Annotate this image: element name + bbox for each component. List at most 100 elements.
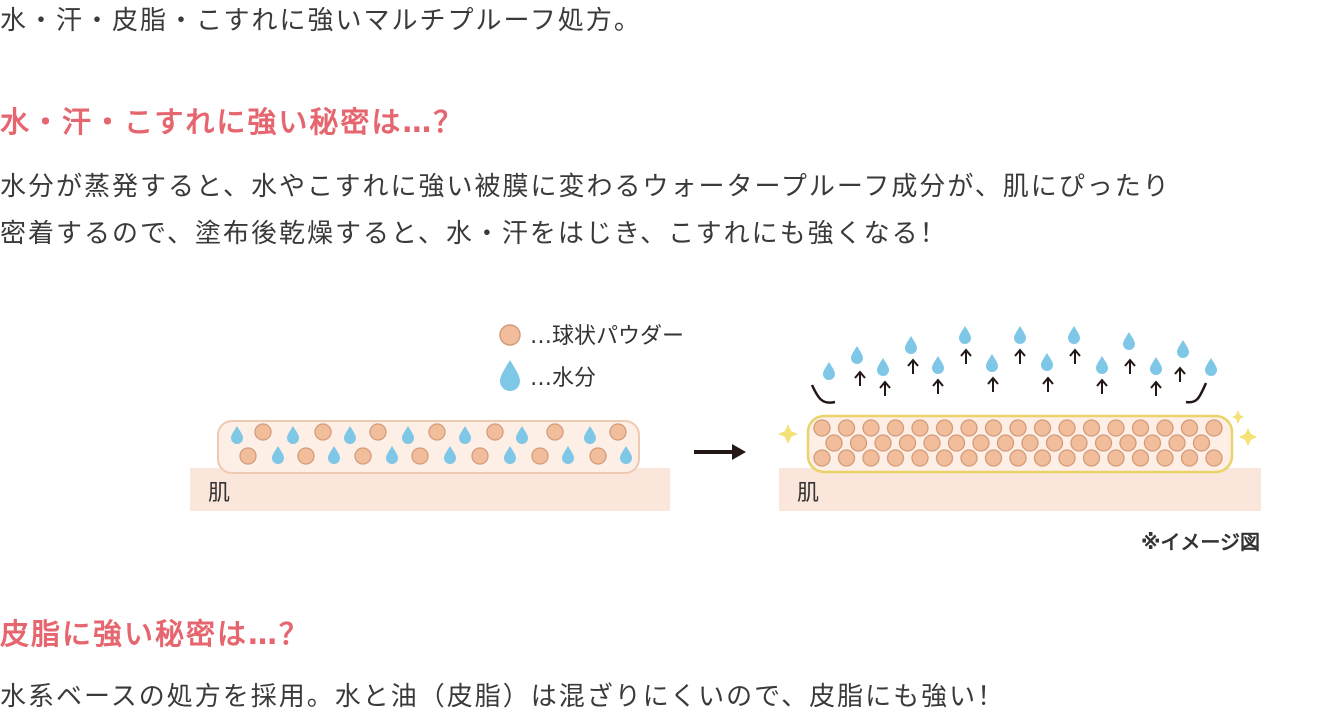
up-arrow-icon [1150, 380, 1162, 396]
powder-particle [1205, 449, 1223, 467]
water-drop-icon [1123, 332, 1135, 350]
powder-particle [1070, 434, 1088, 452]
section1-paragraph-line2: 密着するので、塗布後乾燥すると、水・汗をはじき、こすれにも強くなる！ [0, 219, 948, 249]
up-arrow-icon [854, 370, 866, 386]
water-drop-icon [851, 346, 863, 364]
waterproof-diagram: …球状パウダー …水分 肌 肌 ※イメージ図 [190, 324, 1261, 554]
powder-particle [1180, 419, 1199, 437]
intro-text: 水・汗・皮脂・こすれに強いマルチプルーフ処方。 [0, 6, 642, 36]
after-particles [813, 419, 1223, 467]
powder-particle [354, 447, 372, 465]
skin-label-after: 肌 [797, 481, 819, 506]
powder-particle [1156, 449, 1174, 467]
powder-particle [1021, 434, 1039, 452]
water-drop-icon [1177, 340, 1189, 358]
image-note: ※イメージ図 [1141, 530, 1260, 554]
diagram-legend: …球状パウダー …水分 [499, 324, 684, 391]
powder-particle [1156, 419, 1174, 437]
water-drop-icon [386, 446, 398, 464]
skin-layer-after [779, 468, 1261, 511]
powder-particle [1192, 434, 1211, 452]
water-drop-icon [584, 426, 596, 444]
powder-particle [886, 419, 905, 437]
water-drop-icon [1096, 356, 1108, 374]
water-drop-icon [231, 426, 243, 444]
powder-particle [297, 447, 315, 465]
powder-particle [1033, 449, 1052, 467]
powder-particle [984, 449, 1003, 467]
section2-heading: 皮脂に強い秘密は…？ [0, 617, 311, 651]
powder-particle [1143, 434, 1162, 452]
powder-particle [1168, 434, 1186, 452]
powder-particle [837, 449, 856, 467]
water-drop-icon [516, 426, 528, 444]
water-drop-icon [932, 356, 944, 374]
powder-particle [314, 423, 332, 441]
powder-particle [960, 419, 978, 437]
up-arrow-icon [1174, 366, 1186, 382]
repel-curl-left-icon [810, 384, 836, 404]
powder-particle [369, 423, 387, 441]
powder-particle [947, 434, 966, 452]
powder-particle [1058, 449, 1076, 467]
powder-particle [813, 419, 831, 437]
powder-particle [1131, 449, 1150, 467]
powder-particle [1009, 449, 1027, 467]
powder-particle [898, 434, 917, 452]
up-arrow-icon [907, 358, 919, 374]
water-drop-icon [459, 426, 471, 444]
sparkle-icon [778, 424, 798, 444]
powder-particle [911, 449, 929, 467]
powder-particle [1131, 419, 1150, 437]
water-drop-legend-icon [500, 360, 520, 391]
up-arrow-icon [879, 380, 891, 396]
water-drop-icon [959, 326, 971, 344]
up-arrow-icon [987, 376, 999, 392]
skin-label-before: 肌 [208, 481, 230, 506]
powder-particle [813, 449, 831, 467]
powder-legend-icon [499, 324, 521, 346]
water-drop-icon [877, 358, 889, 376]
powder-particle [1082, 419, 1101, 437]
water-drop-icon [905, 336, 917, 354]
powder-particle [1180, 449, 1199, 467]
water-drop-icon [823, 362, 835, 380]
powder-particle [239, 447, 257, 465]
transition-arrow [694, 444, 746, 460]
powder-particle [546, 423, 564, 441]
powder-particle [849, 434, 868, 452]
powder-particle [1119, 434, 1137, 452]
powder-legend-label: …球状パウダー [530, 324, 684, 349]
water-drop-icon [620, 446, 632, 464]
cosmetic-film-before [217, 420, 640, 474]
powder-particle [825, 434, 843, 452]
up-arrow-icon [932, 378, 944, 394]
powder-particle [911, 419, 929, 437]
sparkle-icon [1239, 428, 1257, 446]
sparkle-icon [1232, 410, 1244, 424]
water-drop-icon [1150, 357, 1162, 375]
water-drop-icon [504, 446, 516, 464]
powder-particle [862, 419, 880, 437]
water-drop-icon [1041, 353, 1053, 371]
water-drop-icon [562, 446, 574, 464]
powder-particle [486, 423, 504, 441]
powder-particle [1107, 449, 1125, 467]
powder-particle [1009, 419, 1027, 437]
powder-particle [411, 447, 429, 465]
water-drop-icon [986, 354, 998, 372]
powder-particle [984, 419, 1003, 437]
section2-paragraph: 水系ベースの処方を採用。水と油（皮脂）は混ざりにくいので、皮脂にも強い！ [0, 682, 1006, 712]
powder-particle [1082, 449, 1101, 467]
powder-particle [1033, 419, 1052, 437]
powder-particle [960, 449, 978, 467]
powder-particle [972, 434, 990, 452]
water-drop-icon [344, 426, 356, 444]
evaporation-drops [823, 326, 1217, 396]
powder-particle [1058, 419, 1076, 437]
up-arrow-icon [1014, 348, 1026, 364]
water-drop-icon [1068, 326, 1080, 344]
water-drop-icon [444, 446, 456, 464]
water-drop-icon [272, 446, 284, 464]
up-arrow-icon [1042, 376, 1054, 392]
